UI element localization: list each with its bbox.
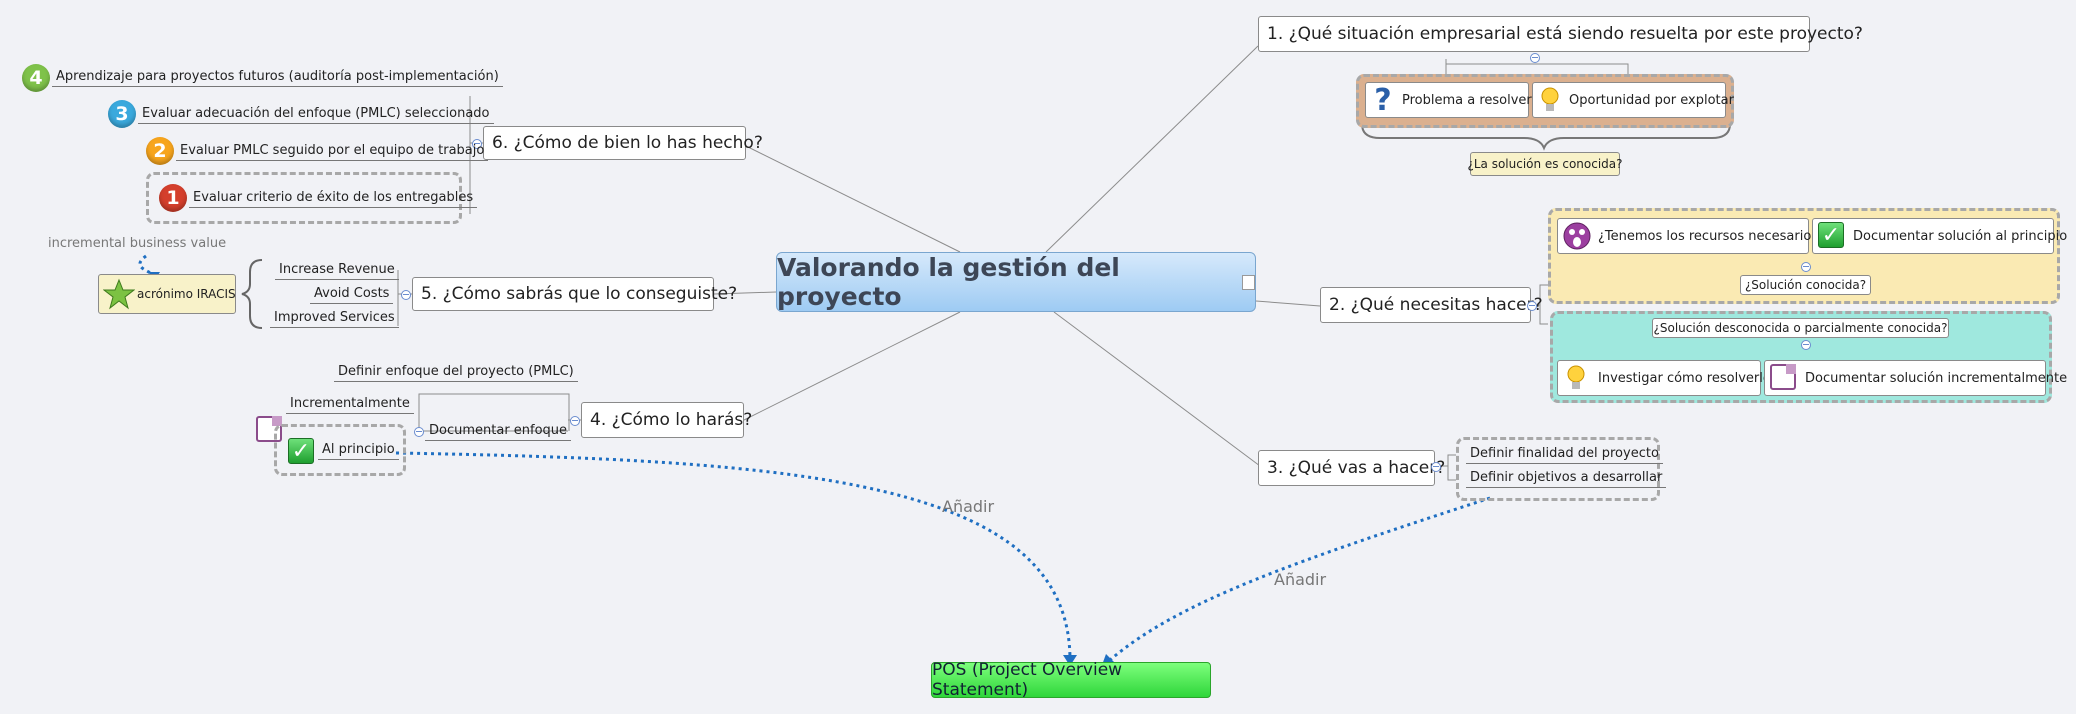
- topic-q6[interactable]: 6. ¿Cómo de bien lo has hecho?: [483, 126, 763, 160]
- problem-item[interactable]: Problema a resolver: [1365, 82, 1532, 118]
- q3-group-boundary: [1456, 437, 1660, 501]
- topic-q2[interactable]: 2. ¿Qué necesitas hacer?: [1320, 287, 1543, 323]
- document-approach-item[interactable]: Documentar enfoque: [425, 423, 572, 441]
- number-1-icon: 1: [159, 184, 187, 212]
- collapse-toggle[interactable]: [414, 427, 424, 437]
- define-purpose-item[interactable]: Definir finalidad del proyecto: [1466, 446, 1663, 464]
- collapse-toggle[interactable]: [1801, 262, 1811, 272]
- beginning-group-boundary: [274, 424, 406, 476]
- known-solution-label[interactable]: ¿Solución conocida?: [1740, 275, 1871, 295]
- resources-item[interactable]: ¿Tenemos los recursos necesarios?: [1557, 218, 1825, 254]
- topic-q5[interactable]: 5. ¿Cómo sabrás que lo conseguiste?: [412, 277, 737, 311]
- collapse-toggle[interactable]: [472, 139, 482, 149]
- collapse-toggle[interactable]: [570, 416, 580, 426]
- q6-item-1-boundary: [146, 172, 462, 224]
- checkmark-icon: ✓: [1818, 222, 1844, 248]
- q6-item-1[interactable]: Evaluar criterio de éxito de los entrega…: [189, 190, 478, 208]
- define-approach-item[interactable]: Definir enfoque del proyecto (PMLC): [334, 364, 578, 382]
- collapse-toggle[interactable]: [1530, 53, 1540, 63]
- q6-item-2[interactable]: Evaluar PMLC seguido por el equipo de tr…: [176, 143, 489, 161]
- number-4-icon: 4: [22, 64, 50, 92]
- q6-item-4[interactable]: Aprendizaje para proyectos futuros (audi…: [52, 69, 503, 87]
- number-3-icon: 3: [108, 100, 136, 128]
- star-icon: [103, 278, 135, 310]
- note-icon: [1770, 364, 1796, 390]
- relation-label-add-1[interactable]: Añadir: [942, 497, 995, 516]
- topic-q1[interactable]: 1. ¿Qué situación empresarial está siend…: [1258, 16, 1863, 52]
- question-icon: ?: [1374, 82, 1392, 118]
- investigate-item[interactable]: Investigar cómo resolverlo: [1557, 360, 1771, 396]
- unknown-solution-label[interactable]: ¿Solución desconocida o parcialmente con…: [1652, 318, 1949, 338]
- note-icon: [1242, 274, 1255, 290]
- increase-revenue-item[interactable]: Increase Revenue: [275, 262, 399, 280]
- topic-q3[interactable]: 3. ¿Qué vas a hacer?: [1258, 450, 1445, 486]
- document-incremental-item[interactable]: Documentar solución incrementalmente: [1764, 360, 2067, 396]
- document-solution-item[interactable]: Documentar solución al principio: [1812, 218, 2067, 254]
- define-objectives-item[interactable]: Definir objetivos a desarrollar: [1466, 470, 1667, 488]
- lightbulb-icon: [1538, 86, 1562, 114]
- lightbulb-icon: [1564, 364, 1588, 392]
- relation-label-add-2[interactable]: Añadir: [1274, 570, 1327, 589]
- number-2-icon: 2: [146, 137, 174, 165]
- collapse-toggle[interactable]: [1527, 301, 1537, 311]
- shocked-face-icon: [1562, 221, 1592, 251]
- opportunity-item[interactable]: Oportunidad por explotar: [1532, 82, 1734, 118]
- central-topic[interactable]: Valorando la gestión del proyecto: [776, 252, 1256, 312]
- collapse-toggle[interactable]: [1431, 462, 1441, 472]
- q1-summary[interactable]: ¿La solución es conocida?: [1467, 152, 1623, 176]
- incremental-item[interactable]: Incrementalmente: [286, 396, 414, 414]
- improved-services-item[interactable]: Improved Services: [270, 310, 399, 328]
- q6-item-3[interactable]: Evaluar adecuación del enfoque (PMLC) se…: [138, 106, 494, 124]
- topic-q4[interactable]: 4. ¿Cómo lo harás?: [581, 402, 752, 438]
- collapse-toggle[interactable]: [401, 290, 411, 300]
- collapse-toggle[interactable]: [1801, 340, 1811, 350]
- relation-label-incremental[interactable]: incremental business value: [48, 236, 227, 251]
- pos-node[interactable]: POS (Project Overview Statement): [931, 660, 1211, 700]
- avoid-costs-item[interactable]: Avoid Costs: [310, 286, 394, 304]
- at-beginning-item[interactable]: Al principio: [318, 442, 399, 460]
- checkmark-icon: ✓: [288, 438, 314, 464]
